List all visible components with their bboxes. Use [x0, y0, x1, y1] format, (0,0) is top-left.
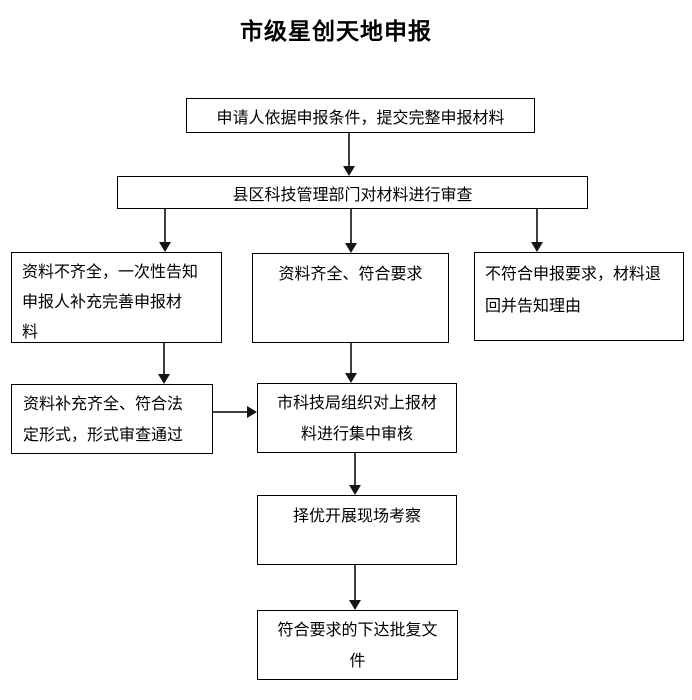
node-materials-incomplete: 资料不齐全，一次性告知 申报人补充完善申报材 料	[11, 252, 222, 343]
node-materials-complete: 资料齐全、符合要求	[252, 253, 449, 343]
node-centralized-review: 市科技局组织对上报材 料进行集中审核	[257, 383, 457, 453]
arrow-line	[348, 133, 350, 167]
arrow-line	[536, 209, 538, 243]
node-county-review: 县区科技管理部门对材料进行审查	[117, 176, 588, 209]
arrow-line	[213, 411, 248, 413]
arrow-county-to-rejected	[531, 209, 543, 252]
arrowhead-down-icon	[349, 485, 361, 495]
arrow-submit-to-county-review	[343, 133, 355, 176]
node-materials-supplemented: 资料补充齐全、符合法 定形式，形式审查通过	[11, 384, 213, 454]
arrow-complete-to-centralized-review	[345, 343, 357, 383]
node-submit-application: 申请人依据申报条件，提交完整申报材料	[186, 98, 535, 133]
arrow-line	[354, 453, 356, 486]
arrow-county-to-complete	[345, 209, 357, 253]
arrow-incomplete-to-supplemented	[158, 343, 170, 384]
arrowhead-down-icon	[345, 243, 357, 253]
arrow-supplemented-to-centralized-review	[213, 406, 257, 418]
arrow-centralized-review-to-site-inspection	[349, 453, 361, 495]
arrow-line	[163, 343, 165, 375]
arrow-site-inspection-to-approval	[349, 565, 361, 610]
arrowhead-down-icon	[531, 242, 543, 252]
node-issue-approval-document: 符合要求的下达批复文 件	[257, 610, 458, 680]
node-site-inspection: 择优开展现场考察	[257, 495, 457, 565]
arrowhead-right-icon	[247, 406, 257, 418]
arrow-line	[164, 209, 166, 243]
arrowhead-down-icon	[159, 242, 171, 252]
page-title: 市级星创天地申报	[240, 18, 432, 44]
node-materials-rejected: 不符合申报要求，材料退 回并告知理由	[474, 252, 684, 341]
arrow-county-to-incomplete	[159, 209, 171, 252]
arrowhead-down-icon	[158, 374, 170, 384]
arrow-line	[350, 343, 352, 374]
arrowhead-down-icon	[349, 600, 361, 610]
arrowhead-down-icon	[345, 373, 357, 383]
arrow-line	[354, 565, 356, 601]
arrow-line	[350, 209, 352, 244]
arrowhead-down-icon	[343, 166, 355, 176]
